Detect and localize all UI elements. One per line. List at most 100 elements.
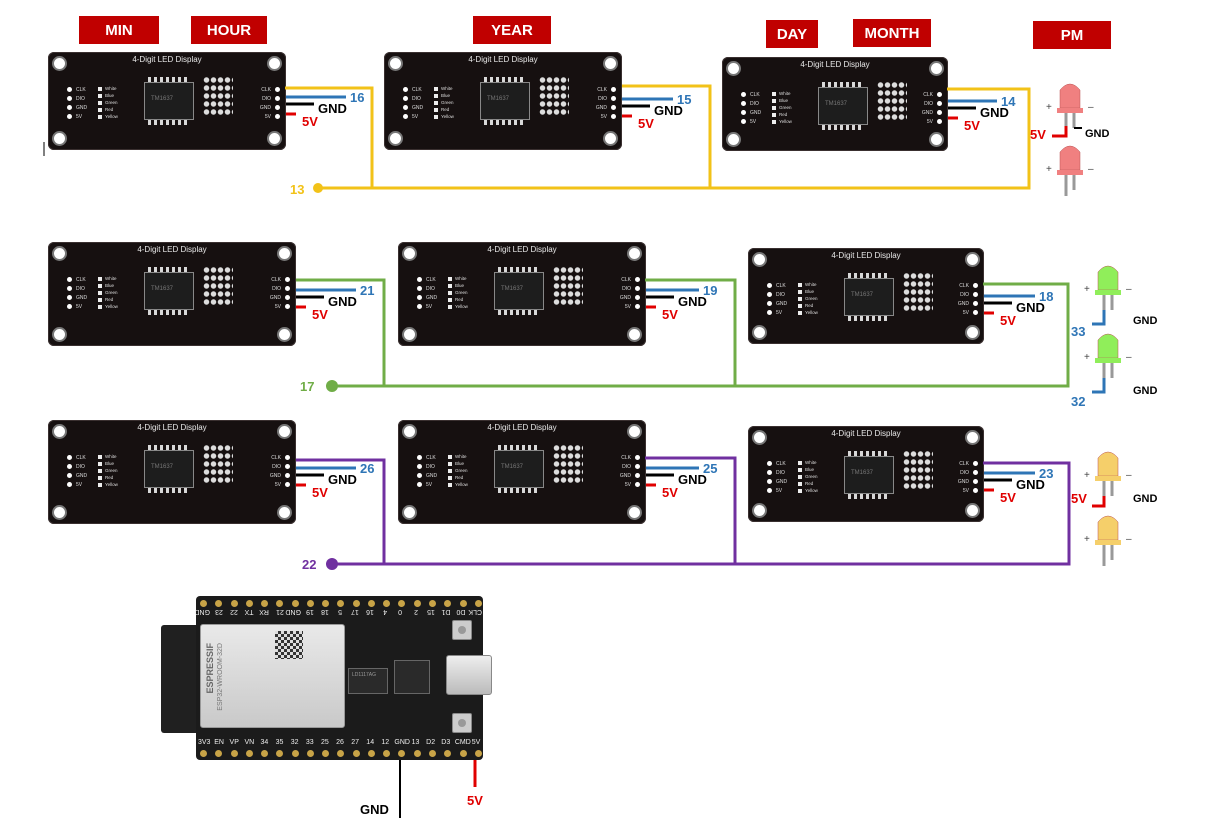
micro-usb-port[interactable]: [446, 655, 492, 695]
board-pin-label: 2: [413, 608, 418, 615]
mount-hole: [627, 246, 642, 261]
pin-label: CLK: [412, 86, 422, 93]
solder-pads: [539, 76, 569, 116]
color-label: Green: [441, 100, 454, 105]
header-pm: PM: [1033, 21, 1111, 49]
color-label: Blue: [441, 93, 451, 98]
pin-label: 5V: [412, 113, 419, 120]
board-pin-label: RX: [259, 608, 270, 615]
pin-label: CLK: [923, 91, 933, 98]
pin-label: 5V: [776, 309, 783, 316]
gnd-label: GND: [678, 472, 707, 487]
board-pin-label: 32: [290, 739, 299, 746]
color-label: Green: [455, 468, 468, 473]
mount-hole: [388, 131, 403, 146]
module-title: 4-Digit LED Display: [137, 245, 207, 254]
plus-sign: +: [1084, 470, 1090, 481]
pin-label: 5V: [600, 113, 607, 120]
pin-label: GND: [957, 478, 969, 485]
mount-hole: [52, 131, 67, 146]
tm1637-chip: TM1637: [144, 267, 194, 315]
pin-label: GND: [412, 104, 424, 111]
pin-label: CLK: [76, 276, 86, 283]
color-label: Red: [805, 303, 814, 308]
color-label: Yellow: [105, 304, 118, 309]
mount-hole: [52, 424, 67, 439]
gnd-label: GND: [328, 294, 357, 309]
pin-label: DIO: [272, 285, 281, 292]
pin-label: DIO: [76, 285, 85, 292]
pin-label: GND: [259, 104, 271, 111]
board-pin-label: 26: [336, 739, 344, 746]
dio-pin-label: 26: [360, 461, 374, 476]
color-label: Green: [779, 105, 792, 110]
board-pin-label: GND: [194, 608, 210, 615]
pin-label: CLK: [426, 454, 436, 461]
tm1637-chip: TM1637: [480, 77, 530, 125]
pin-label: 5V: [926, 118, 933, 125]
board-pin-label: 5: [338, 608, 342, 615]
board-gnd-label: GND: [360, 802, 389, 817]
pin-label: DIO: [776, 291, 785, 298]
mount-hole: [752, 503, 767, 518]
color-label: Red: [105, 475, 114, 480]
pin-label: 5V: [750, 118, 757, 125]
pin-label: GND: [595, 104, 607, 111]
mount-hole: [277, 424, 292, 439]
mount-hole: [52, 56, 67, 71]
pin-label: CLK: [261, 86, 271, 93]
en-button[interactable]: [452, 713, 472, 733]
module-title: 4-Digit LED Display: [800, 60, 870, 69]
mount-hole: [388, 56, 403, 71]
pin-label: GND: [776, 300, 788, 307]
mount-hole: [752, 252, 767, 267]
tm1637-chip: TM1637: [494, 445, 544, 493]
pin-label: CLK: [426, 276, 436, 283]
board-pin-label: 34: [260, 739, 269, 746]
color-label: Blue: [779, 98, 789, 103]
dio-pin-label: 14: [1001, 94, 1016, 109]
pin-label: GND: [750, 109, 762, 116]
color-label: Blue: [455, 283, 465, 288]
pin-label: GND: [619, 294, 631, 301]
color-label: Green: [105, 468, 118, 473]
header-year: YEAR: [473, 16, 551, 44]
board-pin-label: CMD: [454, 739, 471, 746]
dio-pin-label: 15: [677, 92, 691, 107]
dio-pin-label: 18: [1039, 289, 1053, 304]
solder-pads: [903, 450, 933, 490]
gnd-label: GND: [654, 103, 683, 118]
solder-pads: [877, 81, 907, 121]
pin-label: CLK: [76, 454, 86, 461]
top-header-pins: [200, 600, 482, 607]
green-led-1: +–: [1084, 265, 1132, 316]
led-pin-33: 33: [1071, 324, 1085, 339]
pin-label: CLK: [959, 460, 969, 467]
board-pin-label: 21: [275, 608, 284, 615]
mount-hole: [726, 61, 741, 76]
bus-label-13: 13: [290, 182, 304, 197]
pin-label: 5V: [274, 481, 281, 488]
pin-label: DIO: [76, 95, 85, 102]
pin-label: GND: [76, 294, 88, 301]
module-title: 4-Digit LED Display: [487, 245, 557, 254]
boot-button[interactable]: [452, 620, 472, 640]
color-label: Green: [105, 290, 118, 295]
purple-bus: [296, 456, 1071, 566]
mount-hole: [627, 327, 642, 342]
pin-label: GND: [426, 294, 438, 301]
color-label: Red: [105, 107, 114, 112]
board-pin-label: VN: [244, 739, 255, 746]
pin-label: 5V: [426, 481, 433, 488]
minus-sign: –: [1126, 470, 1132, 481]
mount-hole: [752, 430, 767, 445]
color-label: Blue: [105, 93, 115, 98]
pin-label: 5V: [76, 481, 83, 488]
solder-pads: [203, 444, 233, 484]
solder-pads: [553, 444, 583, 484]
